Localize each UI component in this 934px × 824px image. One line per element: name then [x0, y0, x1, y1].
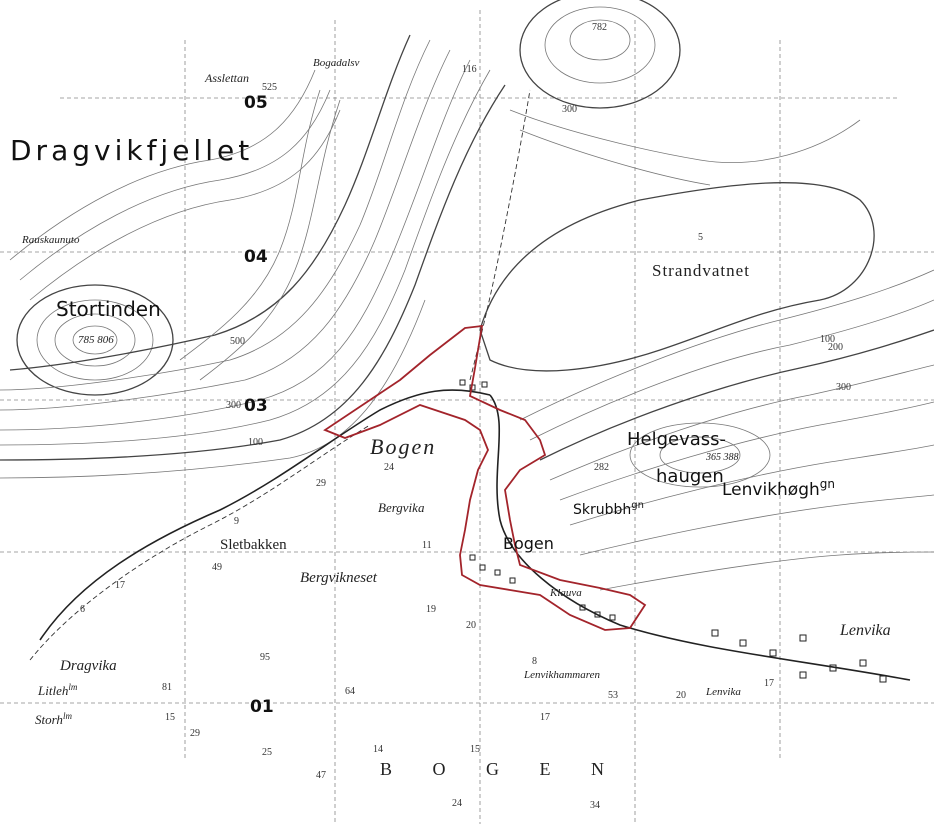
svg-text:300: 300 — [562, 104, 577, 115]
svg-text:9: 9 — [234, 516, 239, 527]
label-stortinden-heights: 785 806 — [78, 334, 114, 346]
svg-text:100: 100 — [820, 334, 835, 345]
houses — [459, 379, 887, 683]
svg-text:5: 5 — [698, 232, 703, 243]
label-helgevass-heights: 365 388 — [705, 452, 739, 463]
svg-text:24: 24 — [452, 798, 462, 809]
svg-text:6: 6 — [80, 604, 85, 615]
grid-label-04: 04 — [244, 247, 268, 267]
svg-text:20: 20 — [676, 690, 686, 701]
svg-text:17: 17 — [540, 712, 550, 723]
svg-text:15: 15 — [470, 744, 480, 755]
label-lenvikhammaren: Lenvikhammaren — [523, 669, 600, 681]
svg-text:53: 53 — [608, 690, 618, 701]
svg-text:500: 500 — [230, 336, 245, 347]
svg-text:15: 15 — [165, 712, 175, 723]
svg-text:17: 17 — [764, 678, 774, 689]
label-asslettan: Asslettan — [204, 71, 249, 85]
label-lenvikhogh: Lenvikhøghgn — [722, 477, 835, 500]
label-storh: Storhlm — [35, 711, 72, 727]
svg-text:25: 25 — [262, 747, 272, 758]
svg-text:782: 782 — [592, 22, 607, 33]
svg-text:17: 17 — [115, 580, 125, 591]
label-haugen: haugen — [656, 466, 724, 487]
label-litleh: Litlehlm — [37, 682, 78, 698]
label-strandvatnet: Strandvatnet — [652, 261, 750, 280]
svg-text:49: 49 — [212, 562, 222, 573]
svg-text:29: 29 — [190, 728, 200, 739]
svg-text:34: 34 — [590, 800, 600, 811]
label-klauva: Klauva — [549, 587, 582, 599]
label-stortinden: Stortinden — [56, 297, 161, 321]
svg-text:64: 64 — [345, 686, 355, 697]
plan-area-boundary — [323, 324, 647, 631]
svg-text:95: 95 — [260, 652, 270, 663]
svg-text:282: 282 — [594, 462, 609, 473]
svg-text:24: 24 — [384, 462, 394, 473]
svg-text:81: 81 — [162, 682, 172, 693]
grid-label-05: 05 — [244, 93, 268, 113]
label-bergvika: Bergvika — [378, 500, 425, 515]
label-bergvikneset: Bergvikneset — [300, 570, 378, 586]
svg-text:300: 300 — [836, 382, 851, 393]
svg-text:11: 11 — [422, 540, 432, 551]
svg-text:525: 525 — [262, 82, 277, 93]
svg-text:19: 19 — [426, 604, 436, 615]
svg-text:300: 300 — [226, 400, 241, 411]
label-bogen-bay: B O G E N — [380, 759, 622, 779]
label-skrubbh: Skrubbhgn — [573, 500, 644, 518]
label-bogen-small: Bogen — [503, 534, 554, 553]
svg-text:8: 8 — [532, 656, 537, 667]
label-bogadalsv: Bogadalsv — [313, 57, 360, 69]
spot-heights: 782 116 525 300 500 300 100 100 200 300 … — [80, 22, 851, 811]
svg-text:14: 14 — [373, 744, 383, 755]
roads-and-shore — [29, 89, 911, 681]
label-sletbakken: Sletbakken — [220, 537, 287, 553]
grid-label-01: 01 — [250, 697, 274, 717]
svg-text:100: 100 — [248, 437, 263, 448]
label-rauskaunuto: Rauskaunuto — [21, 234, 80, 246]
svg-text:200: 200 — [828, 342, 843, 353]
svg-text:20: 20 — [466, 620, 476, 631]
label-lenvika: Lenvika — [839, 622, 891, 639]
label-lenvika-small: Lenvika — [705, 686, 741, 698]
grid-label-03: 03 — [244, 396, 268, 416]
label-dragvika: Dragvika — [59, 658, 117, 674]
svg-text:47: 47 — [316, 770, 326, 781]
label-bogen-main: Bogen — [370, 434, 436, 459]
svg-text:116: 116 — [462, 64, 477, 75]
label-dragvikfjellet: Dragvikfjellet — [10, 134, 253, 167]
svg-text:29: 29 — [316, 478, 326, 489]
contour-lines — [0, 0, 934, 591]
label-helgevass: Helgevass- — [627, 429, 726, 450]
grid-lines — [0, 10, 934, 824]
